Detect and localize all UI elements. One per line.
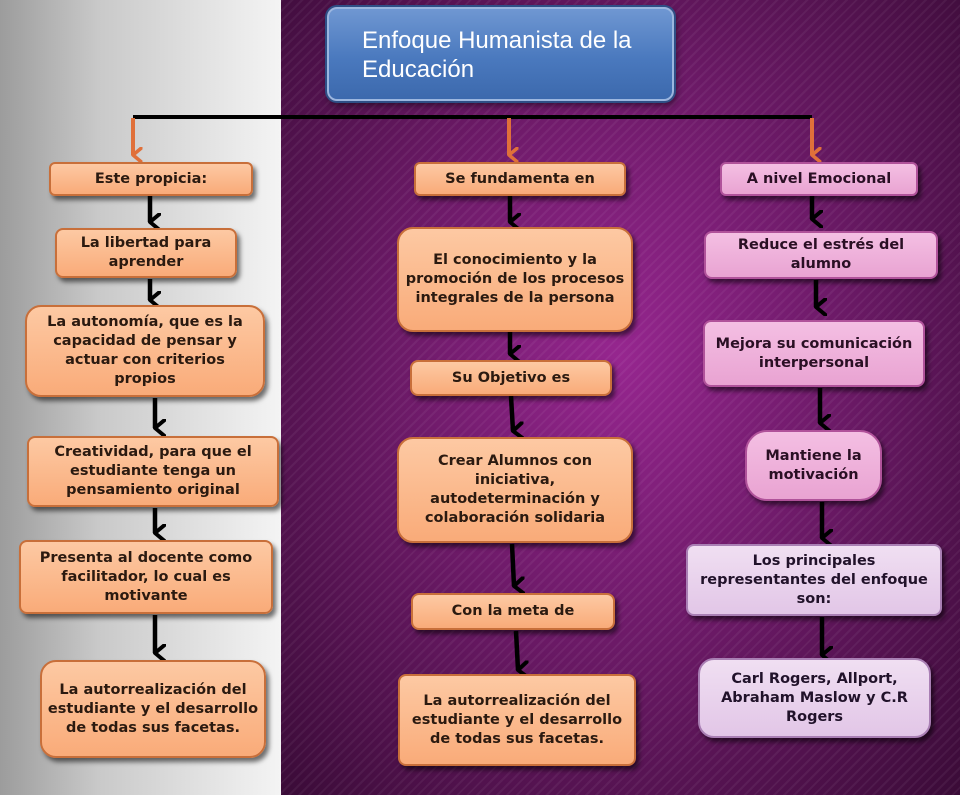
right-item-3: Mantiene la motivación xyxy=(745,430,882,501)
diagram-title: Enfoque Humanista de la Educación xyxy=(327,7,674,101)
right-item-1: Reduce el estrés del alumno xyxy=(704,231,938,279)
right-header: A nivel Emocional xyxy=(720,162,918,196)
left-header: Este propicia: xyxy=(49,162,253,196)
center-objective-label: Su Objetivo es xyxy=(410,360,612,396)
center-goal: La autorrealización del estudiante y el … xyxy=(398,674,636,766)
left-item-2: La autonomía, que es la capacidad de pen… xyxy=(25,305,265,397)
right-item-5: Carl Rogers, Allport, Abraham Maslow y C… xyxy=(698,658,931,738)
center-header: Se fundamenta en xyxy=(414,162,626,196)
flow-arrow xyxy=(509,543,514,586)
left-item-4: Presenta al docente como facilitador, lo… xyxy=(19,540,273,614)
center-goal-label: Con la meta de xyxy=(411,593,615,630)
right-item-4: Los principales representantes del enfoq… xyxy=(686,544,942,616)
right-item-2: Mejora su comunicación interpersonal xyxy=(703,320,925,387)
flow-arrow xyxy=(513,630,518,670)
left-item-5: La autorrealización del estudiante y el … xyxy=(40,660,266,758)
flow-arrow xyxy=(508,395,513,431)
left-item-1: La libertad para aprender xyxy=(55,228,237,278)
left-item-3: Creatividad, para que el estudiante teng… xyxy=(27,436,279,507)
center-foundation: El conocimiento y la promoción de los pr… xyxy=(397,227,633,332)
center-objective: Crear Alumnos con iniciativa, autodeterm… xyxy=(397,437,633,543)
